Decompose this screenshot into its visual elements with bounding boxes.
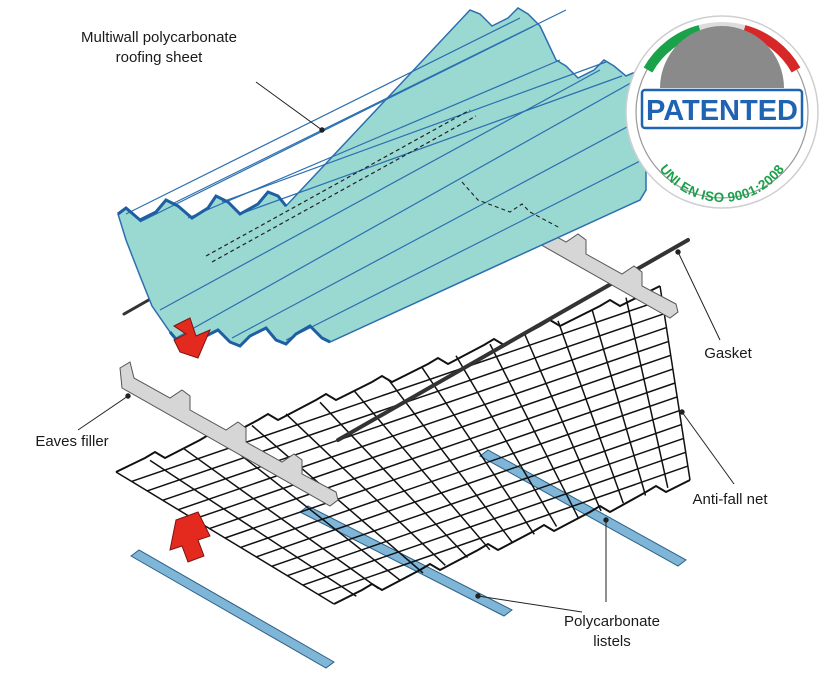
net-wire-transverse: [115, 471, 335, 605]
roofing-sheet: [117, 7, 647, 350]
leader-roofing-sheet: [255, 81, 323, 131]
net-wire-transverse: [387, 378, 513, 543]
label-eaves-filler: Eaves filler: [35, 433, 108, 450]
badge-grey-band: [660, 26, 784, 88]
leader-lines: [77, 81, 735, 613]
net-wire-transverse: [285, 413, 446, 566]
net-wire-transverse: [455, 355, 558, 527]
patented-badge: PATENTED UNI EN ISO 9001:2008: [625, 15, 819, 209]
polycarbonate-listels: [130, 449, 687, 669]
net-wire-transverse: [523, 332, 602, 512]
hidden-filler-dashed: [461, 181, 561, 229]
eaves-filler-lower: [119, 361, 339, 507]
badge-title: PATENTED: [646, 95, 798, 127]
net-wire-transverse: [149, 459, 357, 597]
net-wire-transverse: [319, 401, 469, 559]
leader-anti-fall-net: [681, 411, 735, 485]
badge-red-arc: [742, 25, 801, 73]
net-wire-transverse: [217, 436, 402, 582]
roofing-sheet-ribs: [125, 9, 643, 341]
net-wire-transverse: [591, 309, 647, 496]
red-down-arrow-icon: [173, 317, 211, 359]
net-back-edge: [333, 479, 691, 605]
anti-fall-net: [115, 285, 691, 605]
listel-right: [479, 449, 687, 567]
net-wire-transverse: [183, 448, 379, 590]
badge-green-arc: [643, 25, 702, 73]
label-gasket: Gasket: [704, 345, 752, 362]
label-listels-line2: listels: [593, 633, 631, 650]
leader-gasket: [677, 251, 721, 341]
hidden-gasket-dashed: [211, 115, 477, 263]
callout-labels: Multiwall polycarbonate roofing sheet Ga…: [35, 29, 768, 650]
badge-title-box: [640, 88, 804, 130]
leader-listel-1: [477, 595, 583, 613]
roofing-sheet-front-lip: [117, 190, 288, 222]
net-wire-transverse: [489, 343, 580, 520]
hidden-gasket-dashed-2: [205, 109, 471, 257]
net-wire-transverse: [625, 297, 669, 488]
net-wire-transverse: [353, 390, 491, 551]
label-listels-line1: Polycarbonate: [564, 613, 660, 630]
label-roofing-sheet-line1: Multiwall polycarbonate: [81, 29, 237, 46]
label-roofing-sheet-line2: roofing sheet: [116, 49, 204, 66]
label-anti-fall-net: Anti-fall net: [692, 491, 768, 508]
leader-eaves-filler: [77, 395, 129, 431]
net-wire-transverse: [557, 320, 625, 504]
net-wire-transverse: [659, 285, 691, 481]
listel-middle: [299, 505, 513, 617]
red-up-arrow-icon: [169, 511, 211, 563]
net-wire-transverse: [421, 366, 535, 535]
net-longitudinal-wires: [131, 299, 689, 596]
listel-left: [130, 549, 335, 669]
